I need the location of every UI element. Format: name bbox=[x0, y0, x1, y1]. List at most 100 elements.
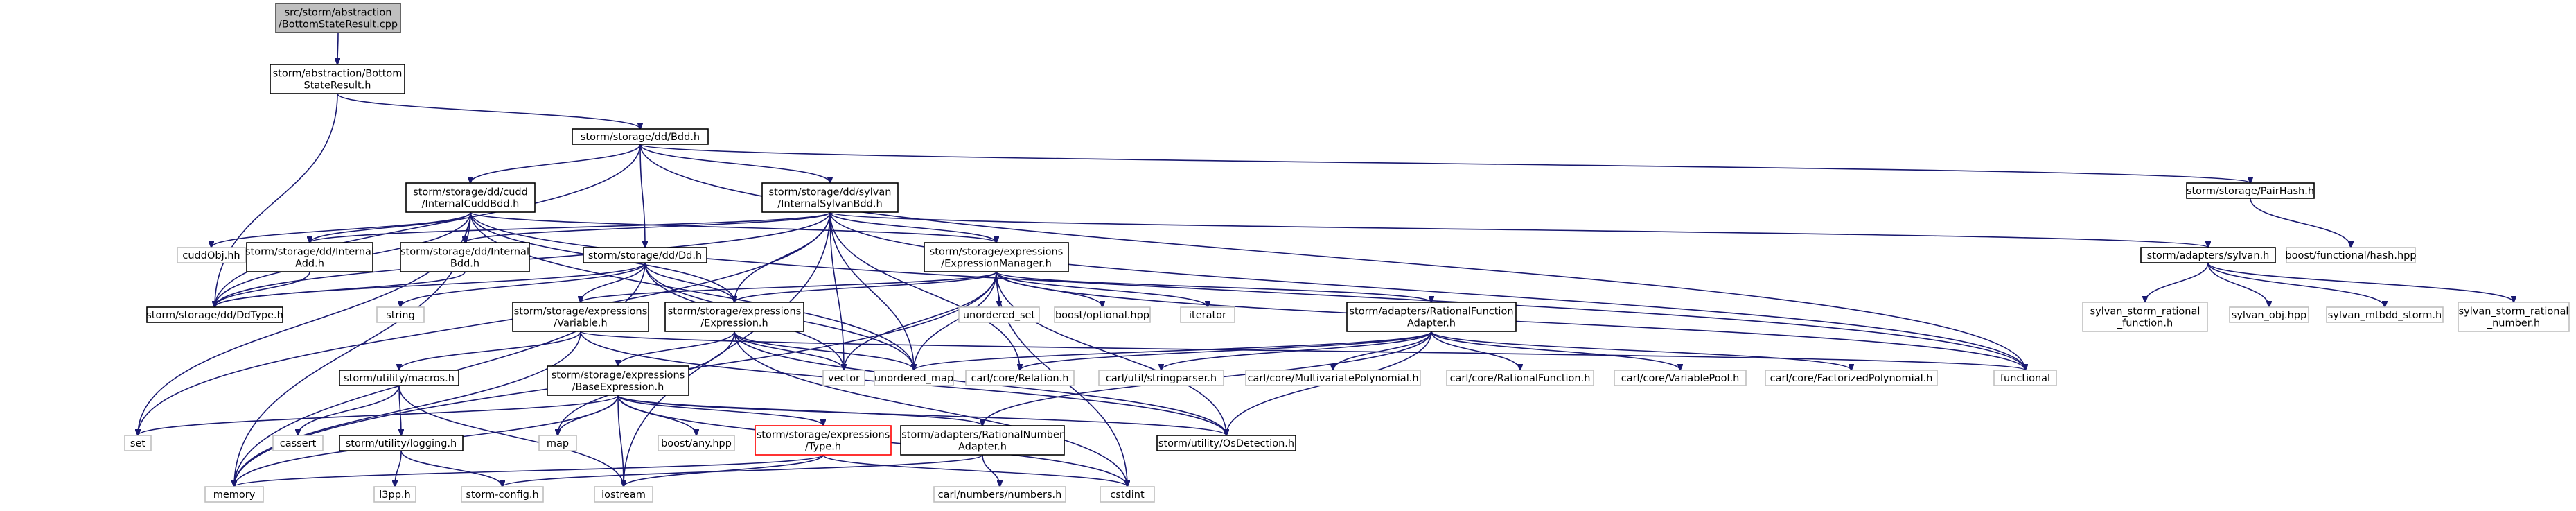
graph-node-n38[interactable]: storm/utility/logging.h bbox=[339, 435, 464, 451]
graph-node-n44: memory bbox=[204, 486, 264, 503]
graph-node-n0[interactable]: src/storm/abstraction/BottomStateResult.… bbox=[275, 3, 401, 33]
node-label: storm/storage/dd/cudd/InternalCuddBdd.h bbox=[413, 187, 528, 210]
edge-n5-to-n28 bbox=[829, 211, 1020, 370]
node-box bbox=[272, 435, 324, 451]
node-box bbox=[2140, 247, 2276, 263]
node-box bbox=[1765, 370, 1938, 386]
edge-n5-to-n13 bbox=[829, 211, 2208, 248]
node-label: carl/numbers/numbers.h bbox=[938, 490, 1062, 501]
edge-n38-to-n45 bbox=[395, 450, 402, 487]
graph-node-n33: carl/core/FactorizedPolynomial.h bbox=[1765, 370, 1938, 386]
graph-node-n3[interactable]: storm/storage/dd/DdType.h bbox=[146, 306, 283, 323]
edge-n4-to-n12 bbox=[470, 211, 996, 243]
node-box bbox=[761, 182, 899, 213]
node-label: storm-config.h bbox=[466, 490, 538, 501]
graph-node-n5[interactable]: storm/storage/dd/sylvan/InternalSylvanBd… bbox=[761, 182, 899, 213]
graph-node-n37: cassert bbox=[272, 435, 324, 451]
graph-node-n43[interactable]: storm/utility/OsDetection.h bbox=[1156, 435, 1296, 451]
node-box bbox=[373, 486, 416, 503]
graph-node-n7[interactable]: storm/storage/dd/Dd.h bbox=[583, 247, 707, 263]
graph-node-n2[interactable]: storm/storage/dd/Bdd.h bbox=[572, 128, 709, 145]
node-box bbox=[124, 435, 152, 451]
graph-node-n16[interactable]: storm/storage/expressions/Variable.h bbox=[512, 302, 649, 332]
edge-n4-to-n8 bbox=[470, 211, 2025, 370]
edge-n41-to-n47 bbox=[624, 454, 824, 487]
node-box bbox=[339, 370, 459, 386]
graph-node-n23: sylvan_obj.hpp bbox=[2229, 306, 2309, 323]
edge-n21-to-n30 bbox=[1333, 331, 1432, 370]
graph-node-n45: l3pp.h bbox=[373, 486, 416, 503]
graph-node-n6[interactable]: storm/storage/PairHash.h bbox=[2186, 182, 2315, 199]
node-box bbox=[965, 370, 1075, 386]
graph-node-n27: unordered_map bbox=[874, 370, 954, 386]
node-label: unordered_set bbox=[963, 310, 1036, 321]
node-box bbox=[1245, 370, 1421, 386]
graph-node-n19: boost/optional.hpp bbox=[1054, 306, 1151, 323]
edge-n21-to-n28 bbox=[1020, 331, 1432, 370]
node-box bbox=[874, 370, 954, 386]
edge-n41-to-n49 bbox=[822, 454, 1127, 487]
edge-n17-to-n26 bbox=[734, 331, 844, 370]
node-label: storm/storage/dd/Dd.h bbox=[588, 250, 702, 261]
node-box bbox=[461, 486, 544, 503]
edge-n34-to-n38 bbox=[399, 385, 401, 435]
node-label: cuddObj.hh bbox=[182, 250, 240, 261]
graph-node-n32: carl/core/VariablePool.h bbox=[1614, 370, 1747, 386]
node-label: storm/storage/PairHash.h bbox=[2187, 186, 2314, 197]
edge-n4-to-n11 bbox=[211, 211, 471, 248]
node-label: storm/storage/dd/DdType.h bbox=[146, 310, 283, 321]
edge-n17-to-n35 bbox=[618, 331, 735, 366]
edge-n21-to-n33 bbox=[1431, 331, 1851, 370]
edge-n5-to-n36 bbox=[138, 211, 831, 435]
node-label: iostream bbox=[601, 490, 646, 501]
graph-node-n20: iterator bbox=[1180, 306, 1235, 323]
edge-n5-to-n27 bbox=[829, 211, 914, 370]
edge-n16-to-n44 bbox=[234, 331, 581, 487]
graph-node-n12[interactable]: storm/storage/expressions/ExpressionMana… bbox=[924, 242, 1069, 272]
node-label: storm/storage/expressions/Expression.h bbox=[668, 306, 802, 329]
node-label: sylvan_mtbdd_storm.h bbox=[2328, 310, 2442, 321]
graph-node-n40: boost/any.hpp bbox=[658, 435, 735, 451]
graph-node-n46: storm-config.h bbox=[461, 486, 544, 503]
node-label: cstdint bbox=[1110, 490, 1145, 501]
graph-node-n26: vector bbox=[822, 370, 865, 386]
graph-node-n13[interactable]: storm/adapters/sylvan.h bbox=[2140, 247, 2276, 263]
node-label: src/storm/abstraction/BottomStateResult.… bbox=[279, 8, 398, 31]
node-box bbox=[275, 3, 401, 33]
edge-n35-to-n43 bbox=[617, 395, 1226, 435]
graph-node-n17[interactable]: storm/storage/expressions/Expression.h bbox=[664, 302, 804, 332]
graph-node-n8: functional bbox=[1993, 370, 2057, 386]
nodes-layer: src/storm/abstraction/BottomStateResult.… bbox=[124, 3, 2570, 503]
edge-n13-to-n24 bbox=[2207, 262, 2385, 307]
node-box bbox=[512, 302, 649, 332]
graph-node-n18: unordered_set bbox=[958, 306, 1040, 323]
edge-n21-to-n27 bbox=[914, 331, 1432, 370]
node-box bbox=[376, 306, 425, 323]
edge-n7-to-n16 bbox=[581, 262, 646, 302]
edge-n34-to-n37 bbox=[298, 385, 400, 435]
node-box bbox=[755, 425, 892, 456]
graph-node-n34[interactable]: storm/utility/macros.h bbox=[339, 370, 459, 386]
graph-node-n41: storm/storage/expressions/Type.h bbox=[755, 425, 892, 456]
edge-n5-to-n10 bbox=[465, 211, 831, 243]
edge-n5-to-n8 bbox=[829, 211, 2025, 370]
graph-node-n31: carl/core/RationalFunction.h bbox=[1446, 370, 1594, 386]
node-label: map bbox=[547, 438, 569, 449]
edge-n2-to-n5 bbox=[639, 144, 830, 183]
graph-node-n35[interactable]: storm/storage/expressions/BaseExpression… bbox=[547, 365, 689, 396]
graph-node-n4[interactable]: storm/storage/dd/cudd/InternalCuddBdd.h bbox=[405, 182, 536, 213]
node-label: storm/utility/macros.h bbox=[344, 373, 455, 384]
edge-n5-to-n12 bbox=[829, 211, 996, 243]
graph-node-n28: carl/core/Relation.h bbox=[965, 370, 1075, 386]
node-label: storm/utility/logging.h bbox=[346, 438, 457, 449]
edge-n12-to-n17 bbox=[734, 271, 997, 302]
node-box bbox=[339, 435, 464, 451]
node-box bbox=[1446, 370, 1594, 386]
node-box bbox=[2229, 306, 2309, 323]
